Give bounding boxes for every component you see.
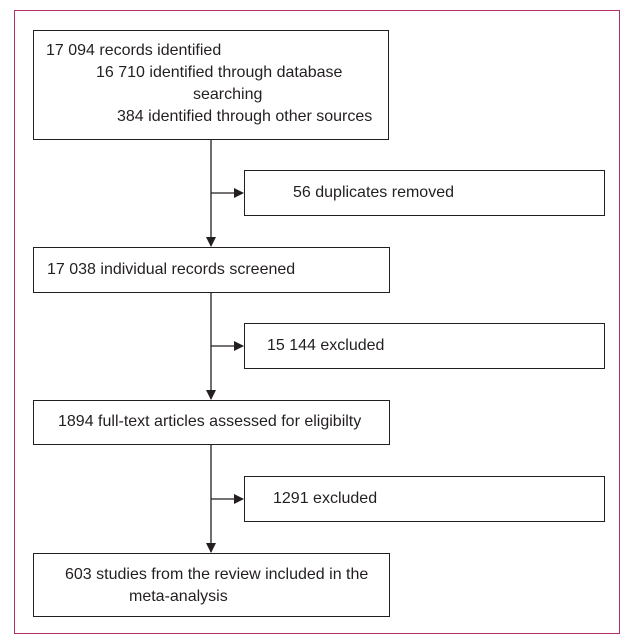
records-identified-box: 17 094 records identified 16 710 identif… xyxy=(33,30,389,140)
excluded-screening-label: 15 144 excluded xyxy=(267,337,385,354)
records-identified-database: 16 710 identified through database xyxy=(96,64,343,81)
records-identified-total: 17 094 records identified xyxy=(46,42,222,59)
excluded-fulltext-box: 1291 excluded xyxy=(244,476,605,522)
records-screened-box: 17 038 individual records screened xyxy=(33,247,390,293)
studies-included-box: 603 studies from the review included in … xyxy=(33,553,390,617)
figure-frame xyxy=(14,10,620,634)
fulltext-assessed-box: 1894 full-text articles assessed for eli… xyxy=(33,400,390,445)
records-identified-database-cont: searching xyxy=(193,86,263,103)
excluded-screening-box: 15 144 excluded xyxy=(244,323,605,369)
fulltext-assessed-label: 1894 full-text articles assessed for eli… xyxy=(58,413,362,430)
records-identified-other: 384 identified through other sources xyxy=(117,108,373,125)
studies-included-label: 603 studies from the review included in … xyxy=(65,566,369,583)
duplicates-removed-label: 56 duplicates removed xyxy=(293,184,454,201)
excluded-fulltext-label: 1291 excluded xyxy=(273,490,378,507)
studies-included-label-cont: meta-analysis xyxy=(129,588,228,605)
records-screened-label: 17 038 individual records screened xyxy=(47,261,296,278)
duplicates-removed-box: 56 duplicates removed xyxy=(244,170,605,216)
